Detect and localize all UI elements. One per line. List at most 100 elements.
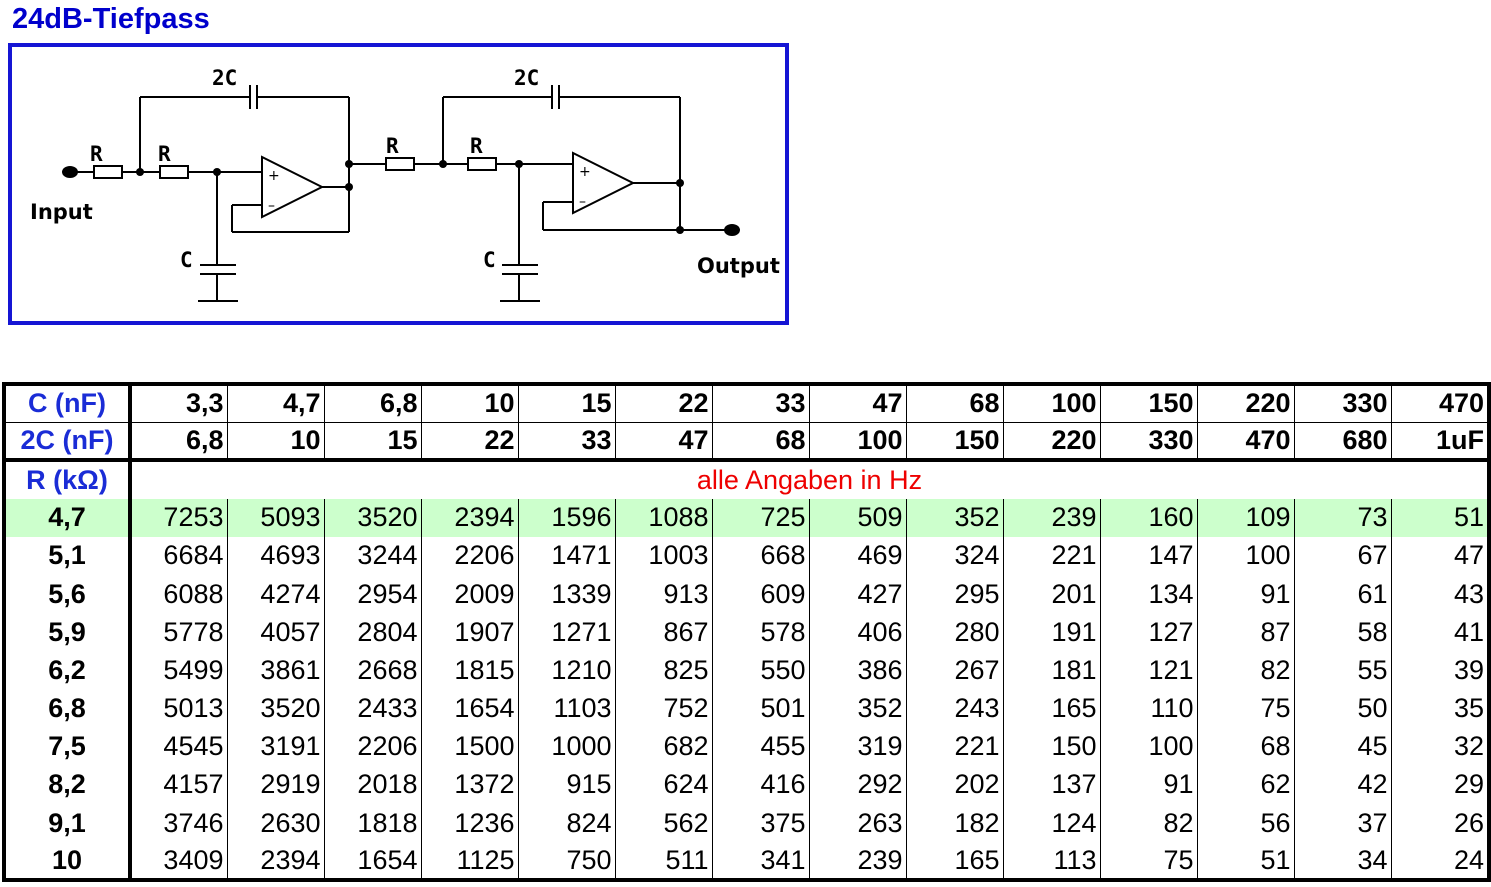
frequency-cell: 45 bbox=[1294, 727, 1392, 766]
frequency-cell: 100 bbox=[1100, 727, 1198, 766]
frequency-cell: 341 bbox=[712, 842, 810, 881]
frequency-cell: 7253 bbox=[130, 498, 228, 537]
frequency-cell: 221 bbox=[1003, 536, 1101, 575]
frequency-cell: 295 bbox=[906, 574, 1004, 614]
frequency-cell: 150 bbox=[1003, 727, 1101, 766]
frequency-cell: 5013 bbox=[130, 689, 228, 728]
frequency-cell: 867 bbox=[615, 613, 713, 652]
frequency-cell: 87 bbox=[1197, 613, 1295, 652]
c-value-cell: 33 bbox=[712, 384, 810, 423]
frequency-cell: 1654 bbox=[324, 842, 422, 881]
c2-value-cell: 680 bbox=[1294, 422, 1392, 463]
frequency-cell: 3244 bbox=[324, 536, 422, 575]
c2-value-cell: 150 bbox=[906, 422, 1004, 463]
c-value-cell: 150 bbox=[1100, 384, 1198, 423]
frequency-cell: 34 bbox=[1294, 842, 1392, 881]
frequency-cell: 6684 bbox=[130, 536, 228, 575]
r-value-cell: 8,2 bbox=[4, 765, 132, 805]
frequency-cell: 2394 bbox=[227, 842, 325, 881]
frequency-cell: 37 bbox=[1294, 804, 1392, 843]
frequency-cell: 75 bbox=[1197, 689, 1295, 728]
frequency-cell: 263 bbox=[809, 804, 907, 843]
c2-value-cell: 68 bbox=[712, 422, 810, 463]
frequency-cell: 165 bbox=[906, 842, 1004, 881]
frequency-cell: 2206 bbox=[324, 727, 422, 766]
frequency-cell: 2018 bbox=[324, 765, 422, 805]
c2-header-label: 2C (nF) bbox=[4, 422, 132, 463]
frequency-cell: 550 bbox=[712, 651, 810, 690]
r-value-cell: 6,8 bbox=[4, 689, 132, 728]
frequency-cell: 509 bbox=[809, 498, 907, 537]
frequency-cell: 110 bbox=[1100, 689, 1198, 728]
frequency-cell: 511 bbox=[615, 842, 713, 881]
r-value-cell: 5,1 bbox=[4, 536, 132, 575]
c2-value-cell: 22 bbox=[421, 422, 519, 463]
frequency-cell: 682 bbox=[615, 727, 713, 766]
r-value-cell: 6,2 bbox=[4, 651, 132, 690]
frequency-cell: 562 bbox=[615, 804, 713, 843]
frequency-cell: 4274 bbox=[227, 574, 325, 614]
frequency-cell: 58 bbox=[1294, 613, 1392, 652]
svg-text:–: – bbox=[579, 194, 586, 210]
frequency-cell: 127 bbox=[1100, 613, 1198, 652]
frequency-cell: 73 bbox=[1294, 498, 1392, 537]
frequency-cell: 82 bbox=[1197, 651, 1295, 690]
frequency-cell: 609 bbox=[712, 574, 810, 614]
frequency-cell: 56 bbox=[1197, 804, 1295, 843]
c-header-label: C (nF) bbox=[4, 384, 132, 423]
frequency-cell: 1907 bbox=[421, 613, 519, 652]
frequency-cell: 319 bbox=[809, 727, 907, 766]
c-value-cell: 47 bbox=[809, 384, 907, 423]
frequency-cell: 406 bbox=[809, 613, 907, 652]
frequency-cell: 147 bbox=[1100, 536, 1198, 575]
frequency-cell: 113 bbox=[1003, 842, 1101, 881]
c2-value-cell: 15 bbox=[324, 422, 422, 463]
frequency-cell: 1271 bbox=[518, 613, 616, 652]
frequency-cell: 5499 bbox=[130, 651, 228, 690]
frequency-cell: 1210 bbox=[518, 651, 616, 690]
frequency-cell: 3520 bbox=[227, 689, 325, 728]
frequency-cell: 39 bbox=[1391, 651, 1490, 690]
frequency-cell: 1471 bbox=[518, 536, 616, 575]
frequency-cell: 1000 bbox=[518, 727, 616, 766]
frequency-cell: 26 bbox=[1391, 804, 1490, 843]
frequency-cell: 75 bbox=[1100, 842, 1198, 881]
frequency-cell: 1003 bbox=[615, 536, 713, 575]
frequency-cell: 324 bbox=[906, 536, 1004, 575]
frequency-cell: 55 bbox=[1294, 651, 1392, 690]
frequency-cell: 752 bbox=[615, 689, 713, 728]
frequency-cell: 915 bbox=[518, 765, 616, 805]
frequency-cell: 352 bbox=[809, 689, 907, 728]
c2-value-cell: 33 bbox=[518, 422, 616, 463]
frequency-cell: 61 bbox=[1294, 574, 1392, 614]
frequency-cell: 280 bbox=[906, 613, 1004, 652]
frequency-cell: 29 bbox=[1391, 765, 1490, 805]
input-label: Input bbox=[30, 200, 93, 224]
r-value-cell: 5,6 bbox=[4, 574, 132, 614]
frequency-cell: 386 bbox=[809, 651, 907, 690]
r-value-cell: 5,9 bbox=[4, 613, 132, 652]
frequency-cell: 624 bbox=[615, 765, 713, 805]
frequency-cell: 121 bbox=[1100, 651, 1198, 690]
frequency-cell: 4157 bbox=[130, 765, 228, 805]
frequency-cell: 668 bbox=[712, 536, 810, 575]
frequency-cell: 825 bbox=[615, 651, 713, 690]
frequency-cell: 91 bbox=[1197, 574, 1295, 614]
r-value-cell: 7,5 bbox=[4, 727, 132, 766]
frequency-cell: 134 bbox=[1100, 574, 1198, 614]
frequency-cell: 2206 bbox=[421, 536, 519, 575]
frequency-cell: 824 bbox=[518, 804, 616, 843]
frequency-cell: 221 bbox=[906, 727, 1004, 766]
frequency-cell: 239 bbox=[809, 842, 907, 881]
schematic-drawing: + – + – R R R R 2C 2C C C Input Output bbox=[30, 66, 780, 302]
svg-text:+: + bbox=[579, 164, 591, 180]
frequency-cell: 51 bbox=[1197, 842, 1295, 881]
frequency-cell: 1103 bbox=[518, 689, 616, 728]
circuit-schematic: + – + – R R R R 2C 2C C C Input Output bbox=[8, 43, 789, 325]
resistor-label: R bbox=[470, 134, 483, 158]
c2-value-cell: 220 bbox=[1003, 422, 1101, 463]
r-value-cell: 9,1 bbox=[4, 804, 132, 843]
